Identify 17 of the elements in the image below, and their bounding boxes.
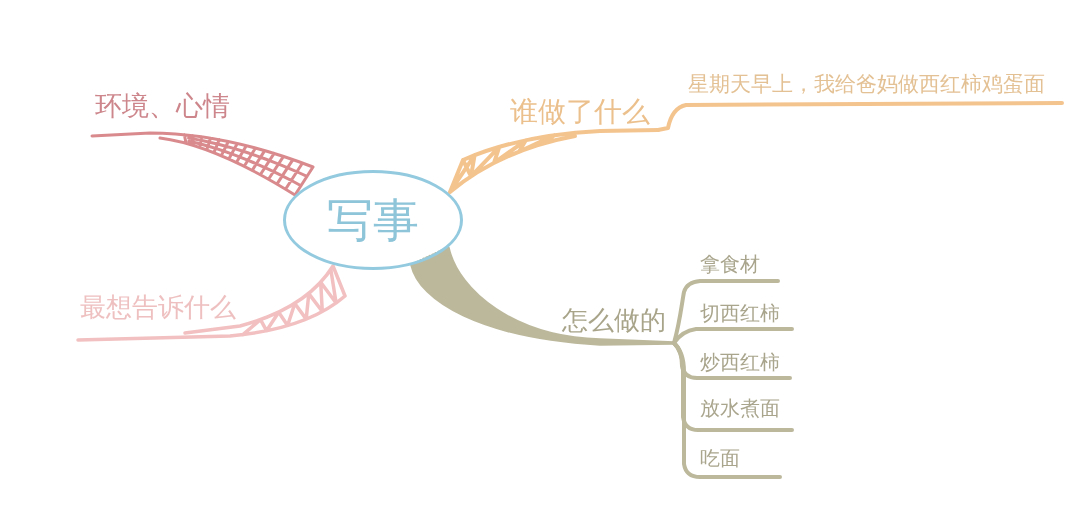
- topic-title: 写事: [327, 194, 419, 246]
- branch-label: 怎么做的: [562, 306, 666, 335]
- step-label: 切西红柿: [700, 302, 780, 324]
- tapered-branch: [410, 246, 676, 346]
- branch-line: [656, 101, 1064, 132]
- step-label: 炒西红柿: [700, 351, 780, 373]
- branch-label: 最想告诉什么: [80, 293, 236, 322]
- hatched-branch: [90, 131, 315, 197]
- detail-label: 星期天早上，我给爸妈做西红柿鸡蛋面: [688, 73, 1045, 97]
- truss-branch: [448, 128, 660, 194]
- step-label: 拿食材: [700, 253, 760, 275]
- step-label: 放水煮面: [700, 397, 780, 419]
- step-label: 吃面: [700, 447, 740, 469]
- zigzag-branch: [76, 264, 347, 342]
- branch-label: 环境、心情: [95, 91, 230, 121]
- branch-line: [672, 341, 782, 479]
- branch-label: 谁做了什么: [510, 97, 650, 128]
